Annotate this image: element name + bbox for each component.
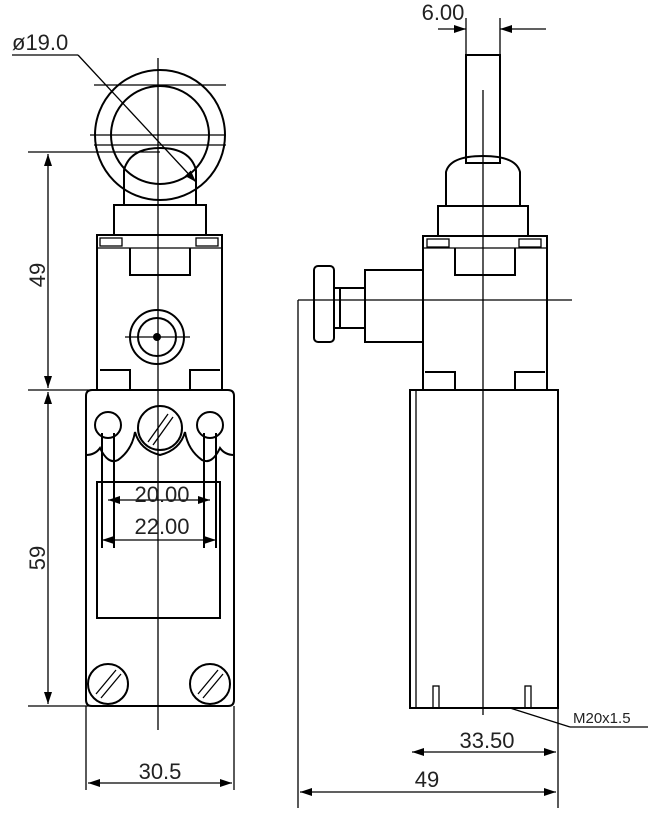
mount-hole-left [94, 411, 122, 439]
front-dimensions: ø19.0 49 59 20.00 22.00 30.5 [12, 30, 235, 790]
bottom-screw-right [189, 663, 231, 705]
side-plunger-cap [313, 265, 335, 343]
dim-total-depth: 49 [415, 767, 439, 792]
thread-callout: M20x1.5 [573, 710, 631, 727]
side-lower-body [409, 389, 559, 709]
front-view [85, 58, 235, 730]
dim-lower-height: 59 [25, 546, 50, 570]
side-upper-body [422, 235, 548, 391]
center-screw [137, 405, 183, 451]
roller-arm [123, 146, 197, 205]
lower-body [85, 389, 235, 707]
dim-hole-spacing-inner: 20.00 [134, 482, 189, 507]
mount-hole-right [196, 411, 224, 439]
head-block [113, 204, 207, 236]
upper-body [96, 234, 223, 391]
side-plunger-housing [364, 269, 424, 343]
side-dimensions: 6.00 33.50 49 M20x1.5 [297, 0, 648, 808]
dim-hole-spacing-outer: 22.00 [134, 514, 189, 539]
dim-roller-diameter: ø19.0 [12, 30, 68, 55]
bottom-screw-left [87, 663, 129, 705]
dim-front-width: 30.5 [139, 759, 182, 784]
side-view [298, 54, 572, 715]
dim-upper-height: 49 [25, 263, 50, 287]
dim-shaft-width: 6.00 [422, 0, 465, 25]
dim-body-depth: 33.50 [459, 728, 514, 753]
